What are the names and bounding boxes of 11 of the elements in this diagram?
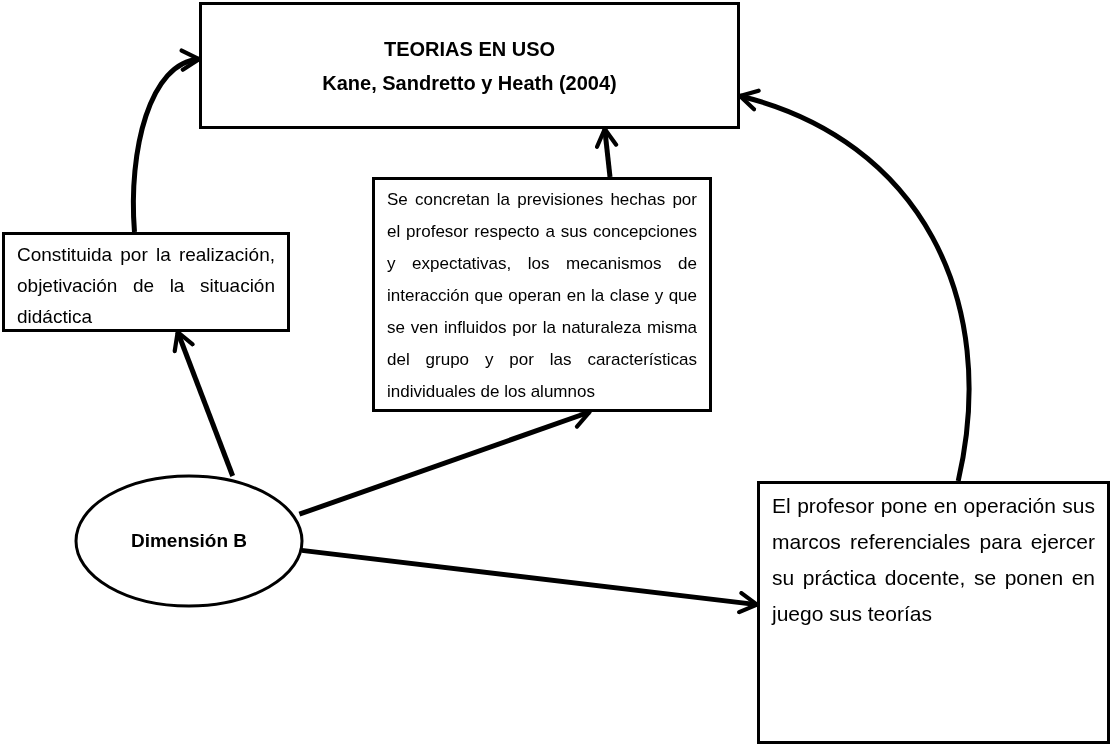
node-text: El profesor pone en operación sus marcos referenciales para ejercer su práctica docente, se ponen en juego sus teorías xyxy=(772,493,1095,627)
process-box xyxy=(757,481,1110,744)
node-text: Constituida por la realización, objetivación de la situación didáctica xyxy=(17,243,275,329)
title-box xyxy=(199,2,740,129)
process-box xyxy=(2,232,290,332)
node-text: Se concretan la previsiones hechas por el profesor respecto a sus concepciones y expectativas, los mecanismos de interacción que operan en la clase y que se ven influidos por la naturaleza misma del grupo y por las características individuales de los alumnos xyxy=(387,189,697,403)
title-text: TEORIAS EN USO xyxy=(383,36,556,62)
node-text: Dimensión B xyxy=(130,529,248,553)
process-box xyxy=(372,177,712,412)
subtitle-text: Kane, Sandretto y Heath (2004) xyxy=(322,70,617,96)
ellipse-node xyxy=(74,474,304,608)
